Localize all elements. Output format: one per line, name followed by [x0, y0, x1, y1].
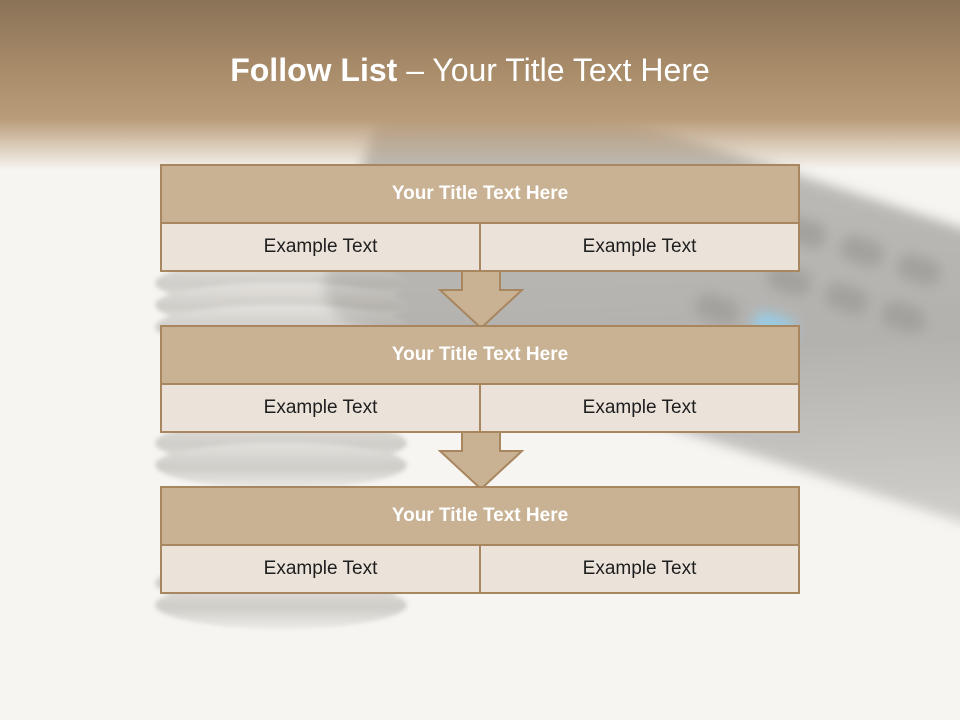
block-cell-left: Example Text — [263, 236, 378, 257]
down-arrow-icon — [438, 270, 524, 330]
list-block-2: Your Title Text Here Example Text Exampl… — [160, 325, 800, 433]
block-title: Your Title Text Here — [162, 488, 798, 546]
block-cell-left: Example Text — [263, 397, 378, 418]
title-rest: – Your Title Text Here — [397, 52, 710, 88]
block-cell-right: Example Text — [479, 385, 798, 431]
slide-title: Follow List – Your Title Text Here — [0, 52, 940, 89]
block-title: Your Title Text Here — [162, 327, 798, 385]
block-cell-left: Example Text — [263, 558, 378, 579]
header-band — [0, 0, 960, 170]
list-block-3: Your Title Text Here Example Text Exampl… — [160, 486, 800, 594]
block-row: Example Text Example Text — [162, 546, 798, 592]
block-title: Your Title Text Here — [162, 166, 798, 224]
block-row: Example Text Example Text — [162, 224, 798, 270]
block-row: Example Text Example Text — [162, 385, 798, 431]
block-cell-right: Example Text — [479, 546, 798, 592]
title-bold: Follow List — [230, 52, 398, 88]
block-cell-right: Example Text — [479, 224, 798, 270]
down-arrow-icon — [438, 431, 524, 491]
list-block-1: Your Title Text Here Example Text Exampl… — [160, 164, 800, 272]
